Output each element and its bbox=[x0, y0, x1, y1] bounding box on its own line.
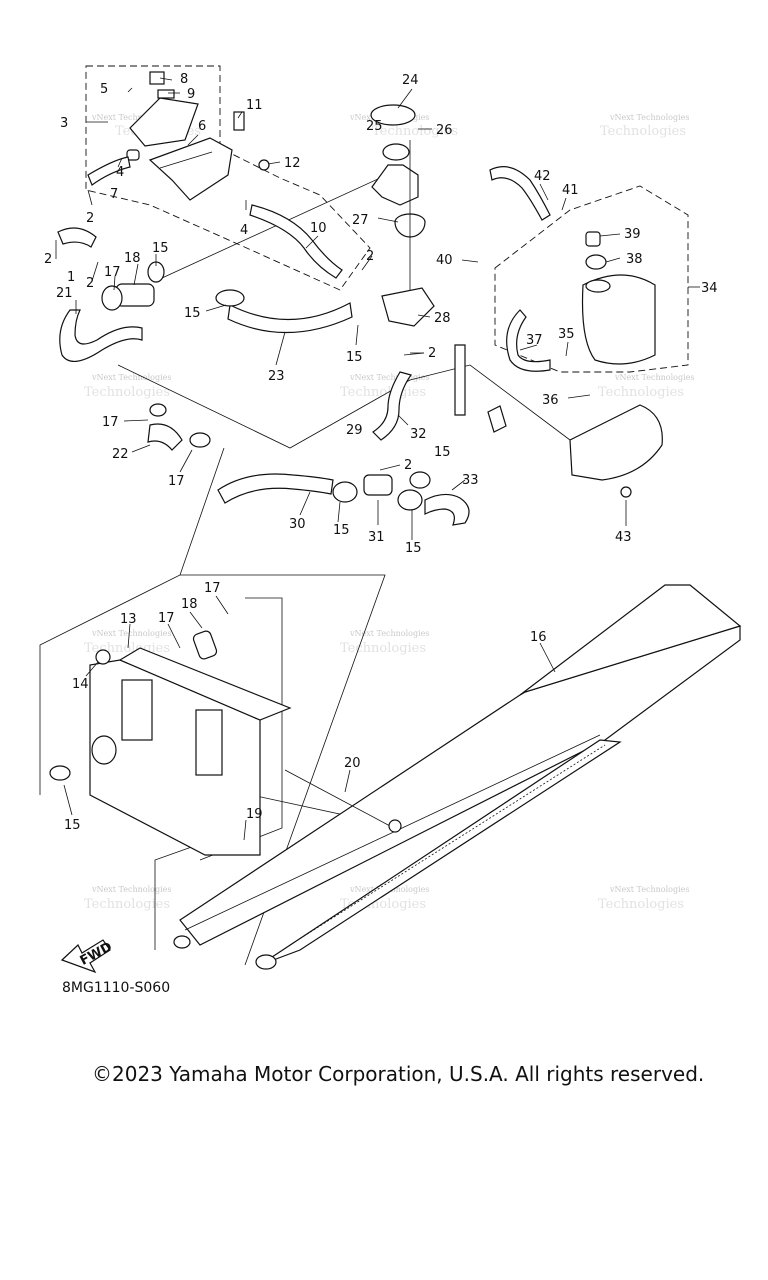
hose-group-center bbox=[217, 471, 470, 526]
watermark: vNext Technologies bbox=[91, 373, 171, 382]
callout-41: 41 bbox=[562, 183, 579, 198]
watermark: vNext Technologies bbox=[91, 113, 171, 122]
callout-15: 15 bbox=[152, 241, 169, 256]
callout-23: 23 bbox=[268, 369, 285, 384]
callout-7: 7 bbox=[110, 187, 118, 202]
callout-15: 15 bbox=[64, 818, 81, 833]
callout-4: 4 bbox=[116, 165, 124, 180]
callout-labels: 1 2 2 2 2 2 2 3 4 4 5 6 7 8 9 10 11 12 1… bbox=[44, 72, 718, 833]
callout-21: 21 bbox=[56, 286, 73, 301]
callout-33: 33 bbox=[462, 473, 479, 488]
group-outline-thermostat-housing bbox=[85, 65, 371, 291]
watermark: vNext Technologies bbox=[609, 885, 689, 894]
callout-15: 15 bbox=[184, 306, 201, 321]
watermark: Technologies bbox=[340, 385, 426, 400]
callout-26: 26 bbox=[436, 123, 453, 138]
callout-18: 18 bbox=[181, 597, 198, 612]
watermark: Technologies bbox=[372, 124, 458, 139]
watermark: Technologies bbox=[598, 897, 684, 912]
callout-3: 3 bbox=[60, 116, 68, 131]
diagram-code: 8MG1110-S060 bbox=[62, 980, 171, 996]
callout-15: 15 bbox=[346, 350, 363, 365]
callout-38: 38 bbox=[626, 252, 643, 267]
callout-15: 15 bbox=[405, 541, 422, 556]
radiator-assembly bbox=[49, 630, 292, 856]
hose-group-left bbox=[57, 156, 353, 451]
watermark: Technologies bbox=[600, 124, 686, 139]
watermark: vNext Technologies bbox=[349, 373, 429, 382]
callout-17: 17 bbox=[204, 581, 221, 596]
callout-14: 14 bbox=[72, 677, 89, 692]
callout-35: 35 bbox=[558, 327, 575, 342]
callout-25: 25 bbox=[366, 119, 383, 134]
callout-17: 17 bbox=[104, 265, 121, 280]
callout-2: 2 bbox=[428, 346, 436, 361]
callout-2: 2 bbox=[44, 252, 52, 267]
callout-17: 17 bbox=[102, 415, 119, 430]
parts-diagram: vNext Technologies Technologies vNext Te… bbox=[39, 65, 742, 974]
callout-22: 22 bbox=[112, 447, 129, 462]
callout-18: 18 bbox=[124, 251, 141, 266]
watermark: vNext Technologies bbox=[91, 885, 171, 894]
callout-13: 13 bbox=[120, 612, 137, 627]
watermark: Technologies bbox=[340, 641, 426, 656]
callout-6: 6 bbox=[198, 119, 206, 134]
watermark: vNext Technologies bbox=[609, 113, 689, 122]
callout-4: 4 bbox=[240, 223, 248, 238]
callout-17: 17 bbox=[168, 474, 185, 489]
callout-39: 39 bbox=[624, 227, 641, 242]
callout-43: 43 bbox=[615, 530, 632, 545]
callout-20: 20 bbox=[344, 756, 361, 771]
watermark: vNext Technologies bbox=[349, 629, 429, 638]
callout-42: 42 bbox=[534, 169, 551, 184]
callout-8: 8 bbox=[180, 72, 188, 87]
callout-17: 17 bbox=[158, 611, 175, 626]
callout-28: 28 bbox=[434, 311, 451, 326]
callout-10: 10 bbox=[310, 221, 327, 236]
callout-15: 15 bbox=[434, 445, 451, 460]
callout-32: 32 bbox=[410, 427, 427, 442]
fwd-arrow: FWD bbox=[60, 939, 115, 974]
callout-11: 11 bbox=[246, 98, 263, 113]
callout-27: 27 bbox=[352, 213, 369, 228]
watermark: Technologies bbox=[598, 385, 684, 400]
callout-16: 16 bbox=[530, 630, 547, 645]
callout-30: 30 bbox=[289, 517, 306, 532]
callout-24: 24 bbox=[402, 73, 419, 88]
callout-36: 36 bbox=[542, 393, 559, 408]
thermostat-housing-assembly bbox=[126, 71, 270, 201]
callout-29: 29 bbox=[346, 423, 363, 438]
callout-15: 15 bbox=[333, 523, 350, 538]
callout-2: 2 bbox=[86, 276, 94, 291]
callout-5: 5 bbox=[100, 82, 108, 97]
watermark: Technologies bbox=[84, 897, 170, 912]
heat-exchanger-rails bbox=[173, 584, 742, 970]
callout-2: 2 bbox=[404, 458, 412, 473]
copyright-notice: ©2023 Yamaha Motor Corporation, U.S.A. A… bbox=[92, 1062, 705, 1086]
center-housing-assembly bbox=[332, 104, 435, 511]
callout-12: 12 bbox=[284, 156, 301, 171]
callout-leaders bbox=[55, 77, 627, 841]
callout-37: 37 bbox=[526, 333, 543, 348]
reservoir-tank-assembly bbox=[454, 166, 663, 498]
watermark: vNext Technologies bbox=[614, 373, 694, 382]
callout-1: 1 bbox=[67, 270, 75, 285]
watermark: Technologies bbox=[84, 385, 170, 400]
callout-19: 19 bbox=[246, 807, 263, 822]
callout-2: 2 bbox=[86, 211, 94, 226]
callout-2: 2 bbox=[366, 249, 374, 264]
callout-31: 31 bbox=[368, 530, 385, 545]
callout-34: 34 bbox=[701, 281, 718, 296]
callout-40: 40 bbox=[436, 253, 453, 268]
watermark: vNext Technologies bbox=[91, 629, 171, 638]
callout-9: 9 bbox=[187, 87, 195, 102]
